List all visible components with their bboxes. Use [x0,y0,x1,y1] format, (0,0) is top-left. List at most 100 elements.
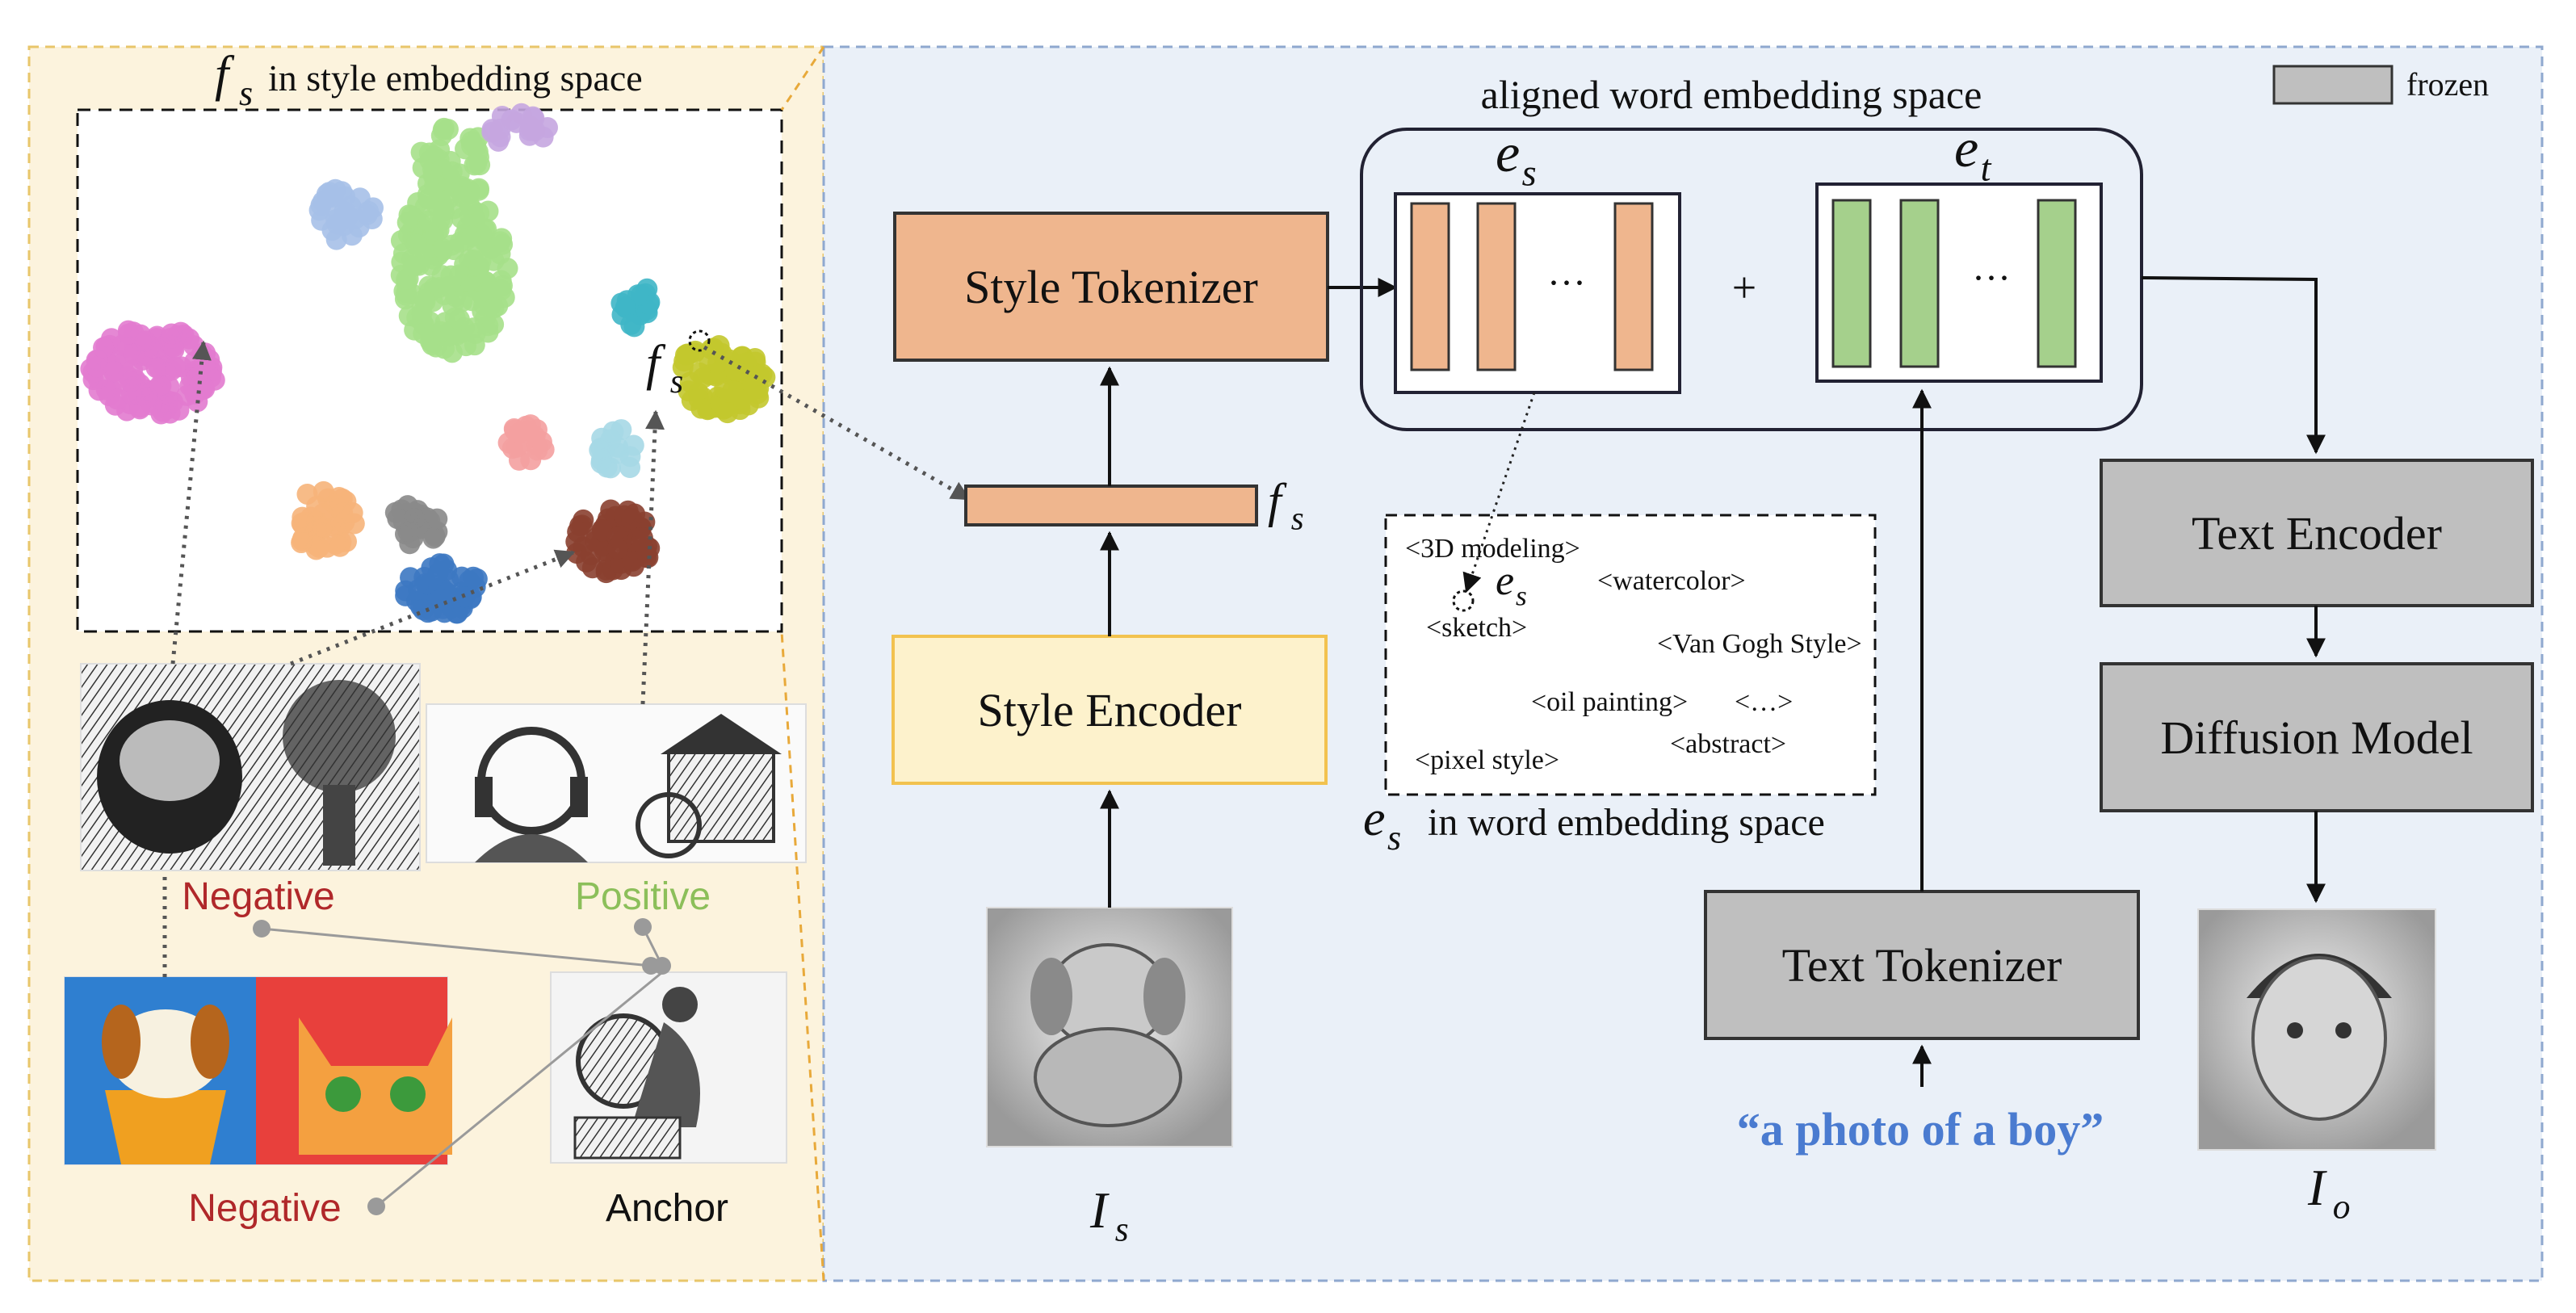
negative-bottom-link [375,964,671,1208]
et-token [1831,199,1872,368]
text-tokenizer: Text Tokenizer [1704,890,2140,1040]
style-point [477,280,499,302]
negative-top-label: Negative [182,875,334,918]
es-token [1410,202,1450,371]
style-space-title-subscript: s [239,73,253,113]
text-encoder-box [2100,459,2534,607]
mill-roof [661,714,782,754]
io-label-symbol: I [2307,1159,2327,1216]
style-point [399,521,421,543]
style-point [320,185,342,207]
is-label-symbol: I [1089,1181,1110,1239]
style-point [622,550,644,572]
word-space-es-label-subscript: s [1516,580,1527,612]
link-node [634,918,652,936]
word-space-es-label-symbol: e [1496,558,1514,604]
word-token: <pixel style> [1415,745,1559,775]
diffusion-model-box [2100,662,2534,812]
cluster-arrow [290,549,576,666]
text-encoder: Text Encoder [2100,459,2534,607]
et-token [2037,199,2077,368]
word-token: <Van Gogh Style> [1657,629,1862,659]
style-point [589,439,610,461]
es-ellipsis: ··· [1547,262,1586,304]
style-cluster [291,480,365,560]
style-encoder-label: Style Encoder [978,684,1242,736]
word-token: <sketch> [1426,613,1527,643]
style-point [619,457,641,479]
style-point [430,321,451,342]
negative-top-link [261,927,652,967]
style-point [93,337,115,359]
style-tokenizer: Style Tokenizer [893,212,1329,362]
es-token [1476,202,1517,371]
style-point [407,192,429,214]
space-to-encoder-arrow [2141,276,2326,455]
dog-pot [105,1090,226,1164]
basket-inner [120,720,220,801]
style-point [489,243,511,265]
is-label-subscript: s [1115,1210,1129,1249]
style-point [419,149,441,171]
style-point [466,568,488,589]
style-point [437,119,459,141]
positive-label: Positive [575,875,711,918]
diffusion-model: Diffusion Model [2100,662,2534,812]
style-point [325,208,347,230]
style-cluster [410,117,491,208]
style-point [428,277,450,299]
style-point [465,153,487,175]
word-token: <3D modeling> [1405,534,1580,564]
word-token: <oil painting> [1531,687,1688,717]
word-space-caption-text: in word embedding space [1428,801,1825,844]
style-point [356,203,378,225]
style-point [685,340,707,362]
style-point [615,296,636,318]
style-point [120,371,141,392]
style-point [491,228,513,250]
es-header-symbol: e [1496,122,1520,183]
anchor-label: Anchor [606,1187,728,1230]
style-point [292,514,314,535]
style-point [441,161,463,182]
style-point [620,313,642,335]
style-point [489,126,511,148]
puppy-ear-left [1030,958,1072,1035]
portrait-body [475,834,588,862]
style-point [524,120,546,141]
style-point [413,237,434,259]
style-point [413,288,435,310]
text-tokenizer-label: Text Tokenizer [1782,939,2062,992]
negative-bottom-label: Negative [188,1187,341,1230]
diffusion-model-label: Diffusion Model [2160,711,2473,764]
style-point [470,250,492,271]
style-point [434,581,456,602]
style-point [417,507,438,529]
et-token [1899,199,1940,368]
bottom-negative-image [64,976,452,1165]
text-tokenizer-box [1704,890,2140,1040]
word-space-box [1384,514,1877,796]
dog-ear-left [102,1005,141,1079]
link-node [367,1198,385,1215]
style-point [103,361,124,383]
figure-body [631,1022,700,1127]
et-header-subscript: t [1981,149,1992,190]
style-point [483,297,505,319]
style-tokenizer-box [893,212,1329,362]
cat-eye-right [390,1076,426,1112]
style-point [689,362,711,384]
style-point [402,255,424,277]
style-point [296,483,318,505]
boy-eye-right [2335,1022,2352,1038]
style-point [422,527,444,549]
figure-head [662,987,698,1022]
style-point [716,402,738,424]
boy-face [2251,956,2387,1121]
selected-point [688,329,711,352]
style-point [291,532,313,554]
io-label-subscript: o [2333,1188,2351,1227]
